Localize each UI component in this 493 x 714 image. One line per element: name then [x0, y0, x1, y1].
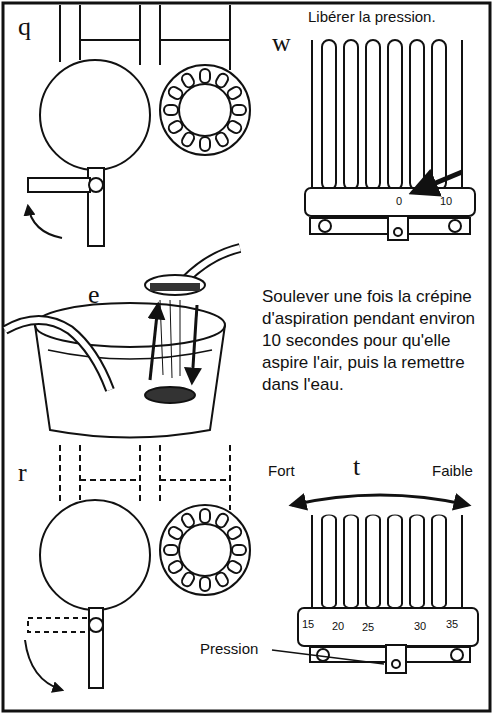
frame	[3, 3, 490, 711]
bucket-strainer	[5, 248, 240, 438]
dial-number: 30	[414, 620, 426, 633]
direction-label: Faible	[432, 462, 473, 479]
step-letter: r	[18, 458, 27, 488]
dial-number: 15	[302, 618, 314, 631]
pump-pressure-adjust	[272, 495, 478, 673]
dial-number: 35	[446, 618, 458, 631]
dial-number: 20	[332, 620, 344, 633]
direction-label: Fort	[268, 462, 295, 479]
dial-number: 10	[440, 195, 452, 208]
dial-number: 25	[362, 621, 374, 634]
step-letter: t	[353, 452, 360, 482]
pump-pressure-dial	[305, 40, 475, 240]
part-name: Pression	[200, 640, 258, 657]
pump-side-view	[28, 5, 250, 246]
step-letter: w	[272, 28, 291, 58]
instruction-text: Libérer la pression.	[308, 8, 436, 25]
dial-number: 0	[396, 195, 402, 208]
instruction-text: Soulever une fois la crépine d'aspiratio…	[262, 286, 488, 396]
step-letter: q	[18, 12, 31, 42]
step-letter: e	[88, 280, 100, 310]
